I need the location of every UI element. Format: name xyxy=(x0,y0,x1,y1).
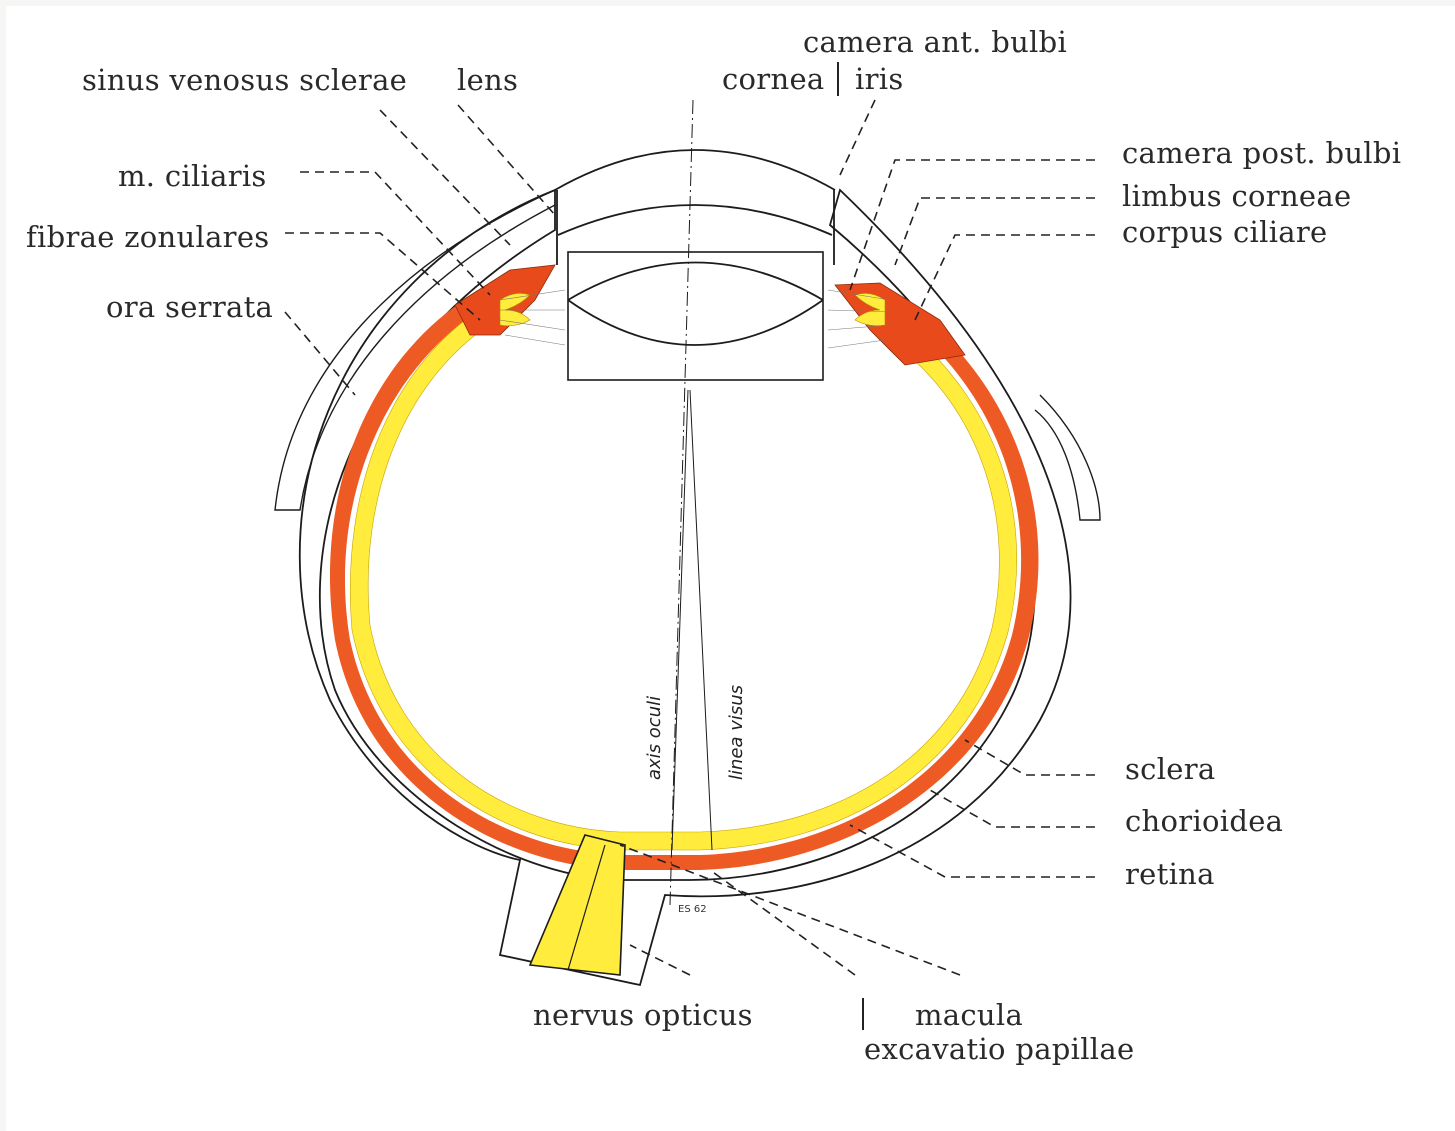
label-excavatio-papillae: excavatio papillae xyxy=(864,1032,1134,1066)
linea-visus-line-a xyxy=(672,390,688,850)
label-nervus-opticus: nervus opticus xyxy=(533,998,753,1032)
eye-diagram: camera ant. bulbi cornea iris sinus veno… xyxy=(6,6,1455,1131)
label-camera-ant-bulbi: camera ant. bulbi xyxy=(803,25,1067,59)
label-cornea: cornea xyxy=(722,62,825,96)
label-fibrae-zonulares: fibrae zonulares xyxy=(26,220,269,254)
retina-layer xyxy=(350,300,1016,850)
label-chorioidea: chorioidea xyxy=(1125,804,1283,838)
label-macula: macula xyxy=(915,998,1023,1032)
label-limbus-corneae: limbus corneae xyxy=(1122,179,1351,213)
label-linea-visus: linea visus xyxy=(726,685,747,780)
label-ora-serrata: ora serrata xyxy=(106,290,273,324)
label-m-ciliaris: m. ciliaris xyxy=(118,159,267,193)
label-camera-post-bulbi: camera post. bulbi xyxy=(1122,136,1401,170)
label-retina: retina xyxy=(1125,857,1215,891)
label-corpus-ciliare: corpus ciliare xyxy=(1122,215,1328,249)
linea-visus-line-b xyxy=(690,390,712,850)
label-sclera: sclera xyxy=(1125,752,1216,786)
artist-signature: ES 62 xyxy=(678,904,707,915)
cornea-outer xyxy=(555,150,835,190)
axis-oculi-line xyxy=(670,100,693,905)
label-axis-oculi: axis oculi xyxy=(644,696,665,780)
label-iris: iris xyxy=(855,62,904,96)
eye-cross-section: camera ant. bulbi cornea iris sinus veno… xyxy=(6,6,1455,1131)
label-lens: lens xyxy=(457,63,518,97)
lens-box xyxy=(568,252,823,380)
cornea-inner xyxy=(558,205,832,235)
label-sinus-venosus-sclerae: sinus venosus sclerae xyxy=(82,63,407,97)
